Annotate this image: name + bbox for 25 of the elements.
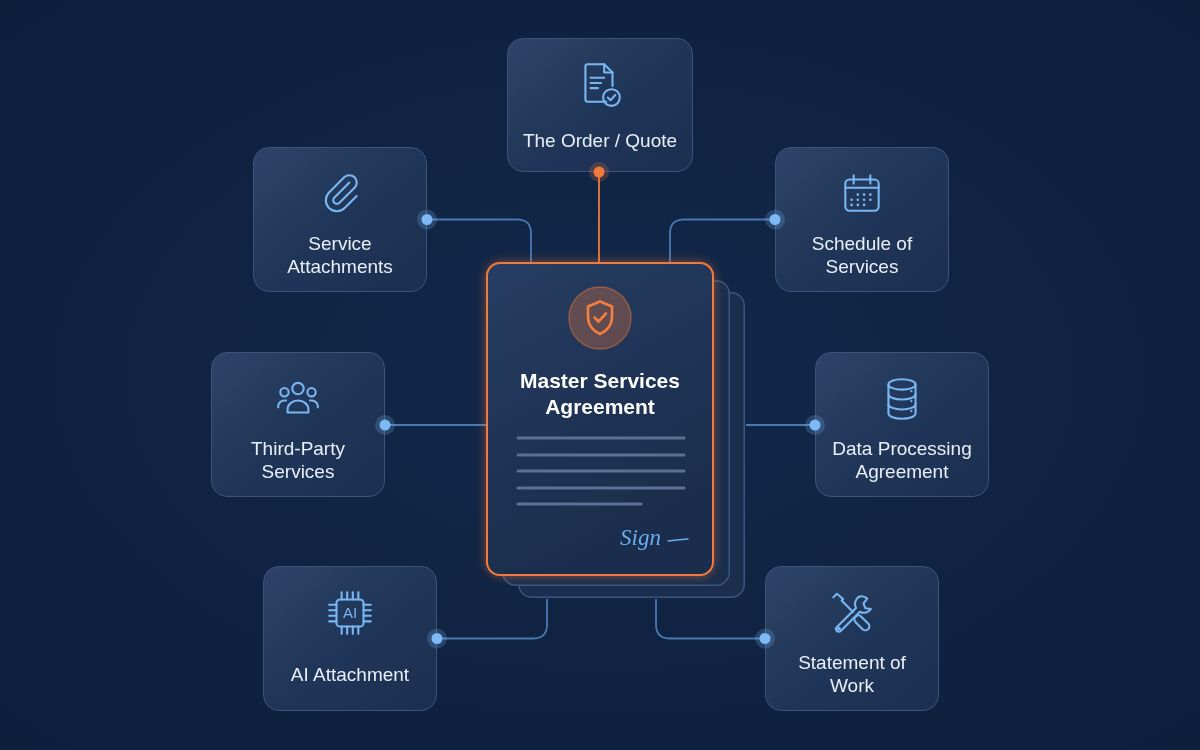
card-label: Statement of Work — [798, 652, 906, 696]
linked-document-card — [263, 566, 437, 711]
card-label: Third-Party Services — [251, 438, 345, 482]
connector-line — [589, 162, 609, 263]
card-label: Schedule of Services — [811, 233, 913, 277]
card-label: AI Attachment — [290, 663, 410, 685]
chip-label: AI — [342, 605, 358, 621]
signature: Sign — [620, 525, 661, 551]
card-label: Data Processing Agreement — [832, 438, 972, 482]
connector-line — [669, 209, 785, 263]
connector-line — [375, 415, 487, 435]
connector-line — [417, 209, 532, 263]
linked-document-card — [211, 352, 385, 497]
card-label: Service Attachments — [287, 233, 393, 277]
connector-line — [745, 415, 825, 435]
linked-document-card — [775, 147, 949, 292]
card-label: The Order / Quote — [522, 130, 678, 151]
card-title: Master Services Agreement — [520, 369, 680, 418]
connector-line — [427, 598, 548, 649]
linked-document-card — [253, 147, 427, 292]
document-stack — [486, 262, 746, 599]
linked-document-card — [765, 566, 939, 711]
connector-line — [655, 598, 775, 649]
linked-document-card — [815, 352, 989, 497]
linked-document-card — [507, 38, 693, 172]
